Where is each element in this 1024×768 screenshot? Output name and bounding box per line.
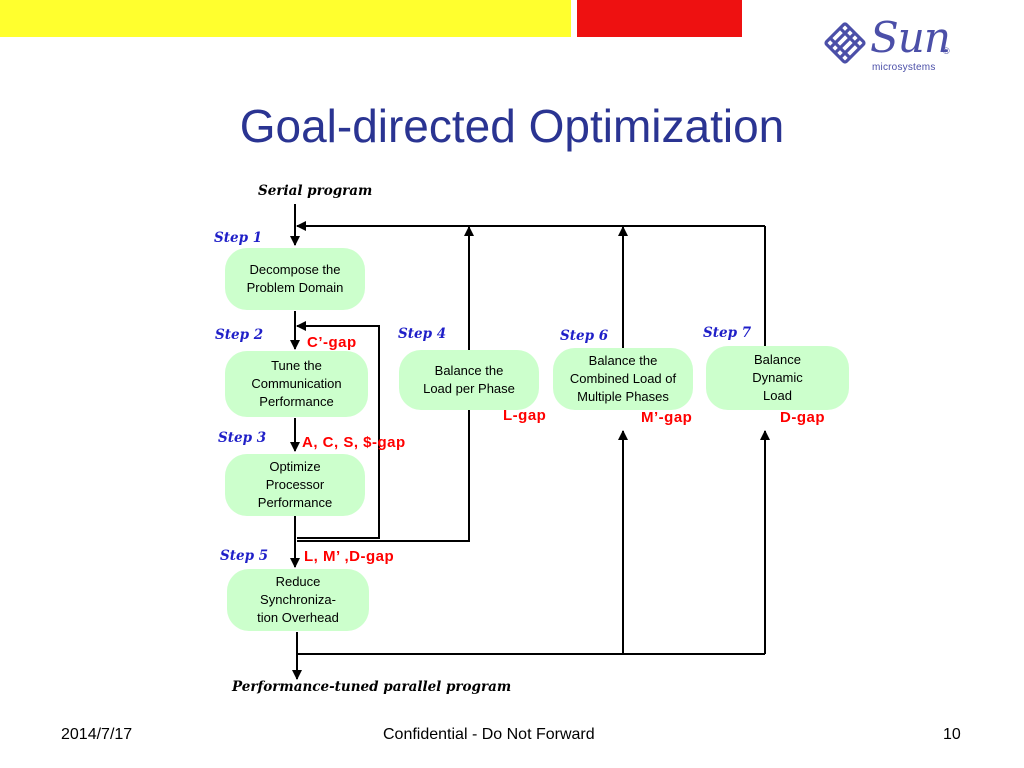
line-step5-to-step4 (297, 410, 470, 542)
balance-load-phase-box: Balance the Load per Phase (399, 350, 539, 410)
footer-date: 2014/7/17 (61, 726, 133, 743)
reduce-synchronization-box: Reduce Synchroniza- tion Overhead (227, 569, 369, 631)
parallel-program-label: Performance-tuned parallel program (232, 679, 512, 695)
step-7-label: Step 7 (703, 325, 752, 341)
step-1-label: Step 1 (214, 230, 263, 246)
loop-c-gap (297, 325, 380, 539)
loop-top-return (297, 225, 766, 348)
step-5-label: Step 5 (220, 548, 269, 564)
page-title: Goal-directed Optimization (239, 100, 785, 152)
logo-subtitle: microsystems (872, 62, 936, 73)
d-gap-label: D-gap (780, 409, 825, 426)
header-bar-yellow (0, 0, 571, 37)
sun-logo: Sun ® microsystems (822, 14, 952, 78)
acs-gap-label: A, C, S, $-gap (302, 434, 406, 451)
balance-dynamic-load-box: Balance Dynamic Load (706, 346, 849, 410)
c-prime-gap-label: C’-gap (307, 334, 357, 351)
step-3-label: Step 3 (218, 430, 267, 446)
lmd-gap-label: L, M’ ,D-gap (304, 548, 395, 565)
balance-combined-load-box: Balance the Combined Load of Multiple Ph… (553, 348, 693, 410)
footer-confidential: Confidential - Do Not Forward (383, 726, 595, 743)
footer-page-number: 10 (943, 726, 961, 743)
decompose-box: Decompose the Problem Domain (225, 248, 365, 310)
logo-wordmark: Sun (870, 13, 951, 62)
sun-logo-icon (824, 22, 866, 64)
tune-communication-box: Tune the Communication Performance (225, 351, 368, 417)
optimize-processor-box: Optimize Processor Performance (225, 454, 365, 516)
l-gap-label: L-gap (503, 407, 547, 424)
logo-registered-mark: ® (943, 46, 950, 56)
m-prime-gap-label: M’-gap (641, 409, 693, 426)
step-4-label: Step 4 (398, 326, 447, 342)
step-2-label: Step 2 (215, 327, 264, 343)
serial-program-label: Serial program (258, 183, 373, 199)
step-6-label: Step 6 (560, 328, 609, 344)
header-bar-red (577, 0, 742, 37)
